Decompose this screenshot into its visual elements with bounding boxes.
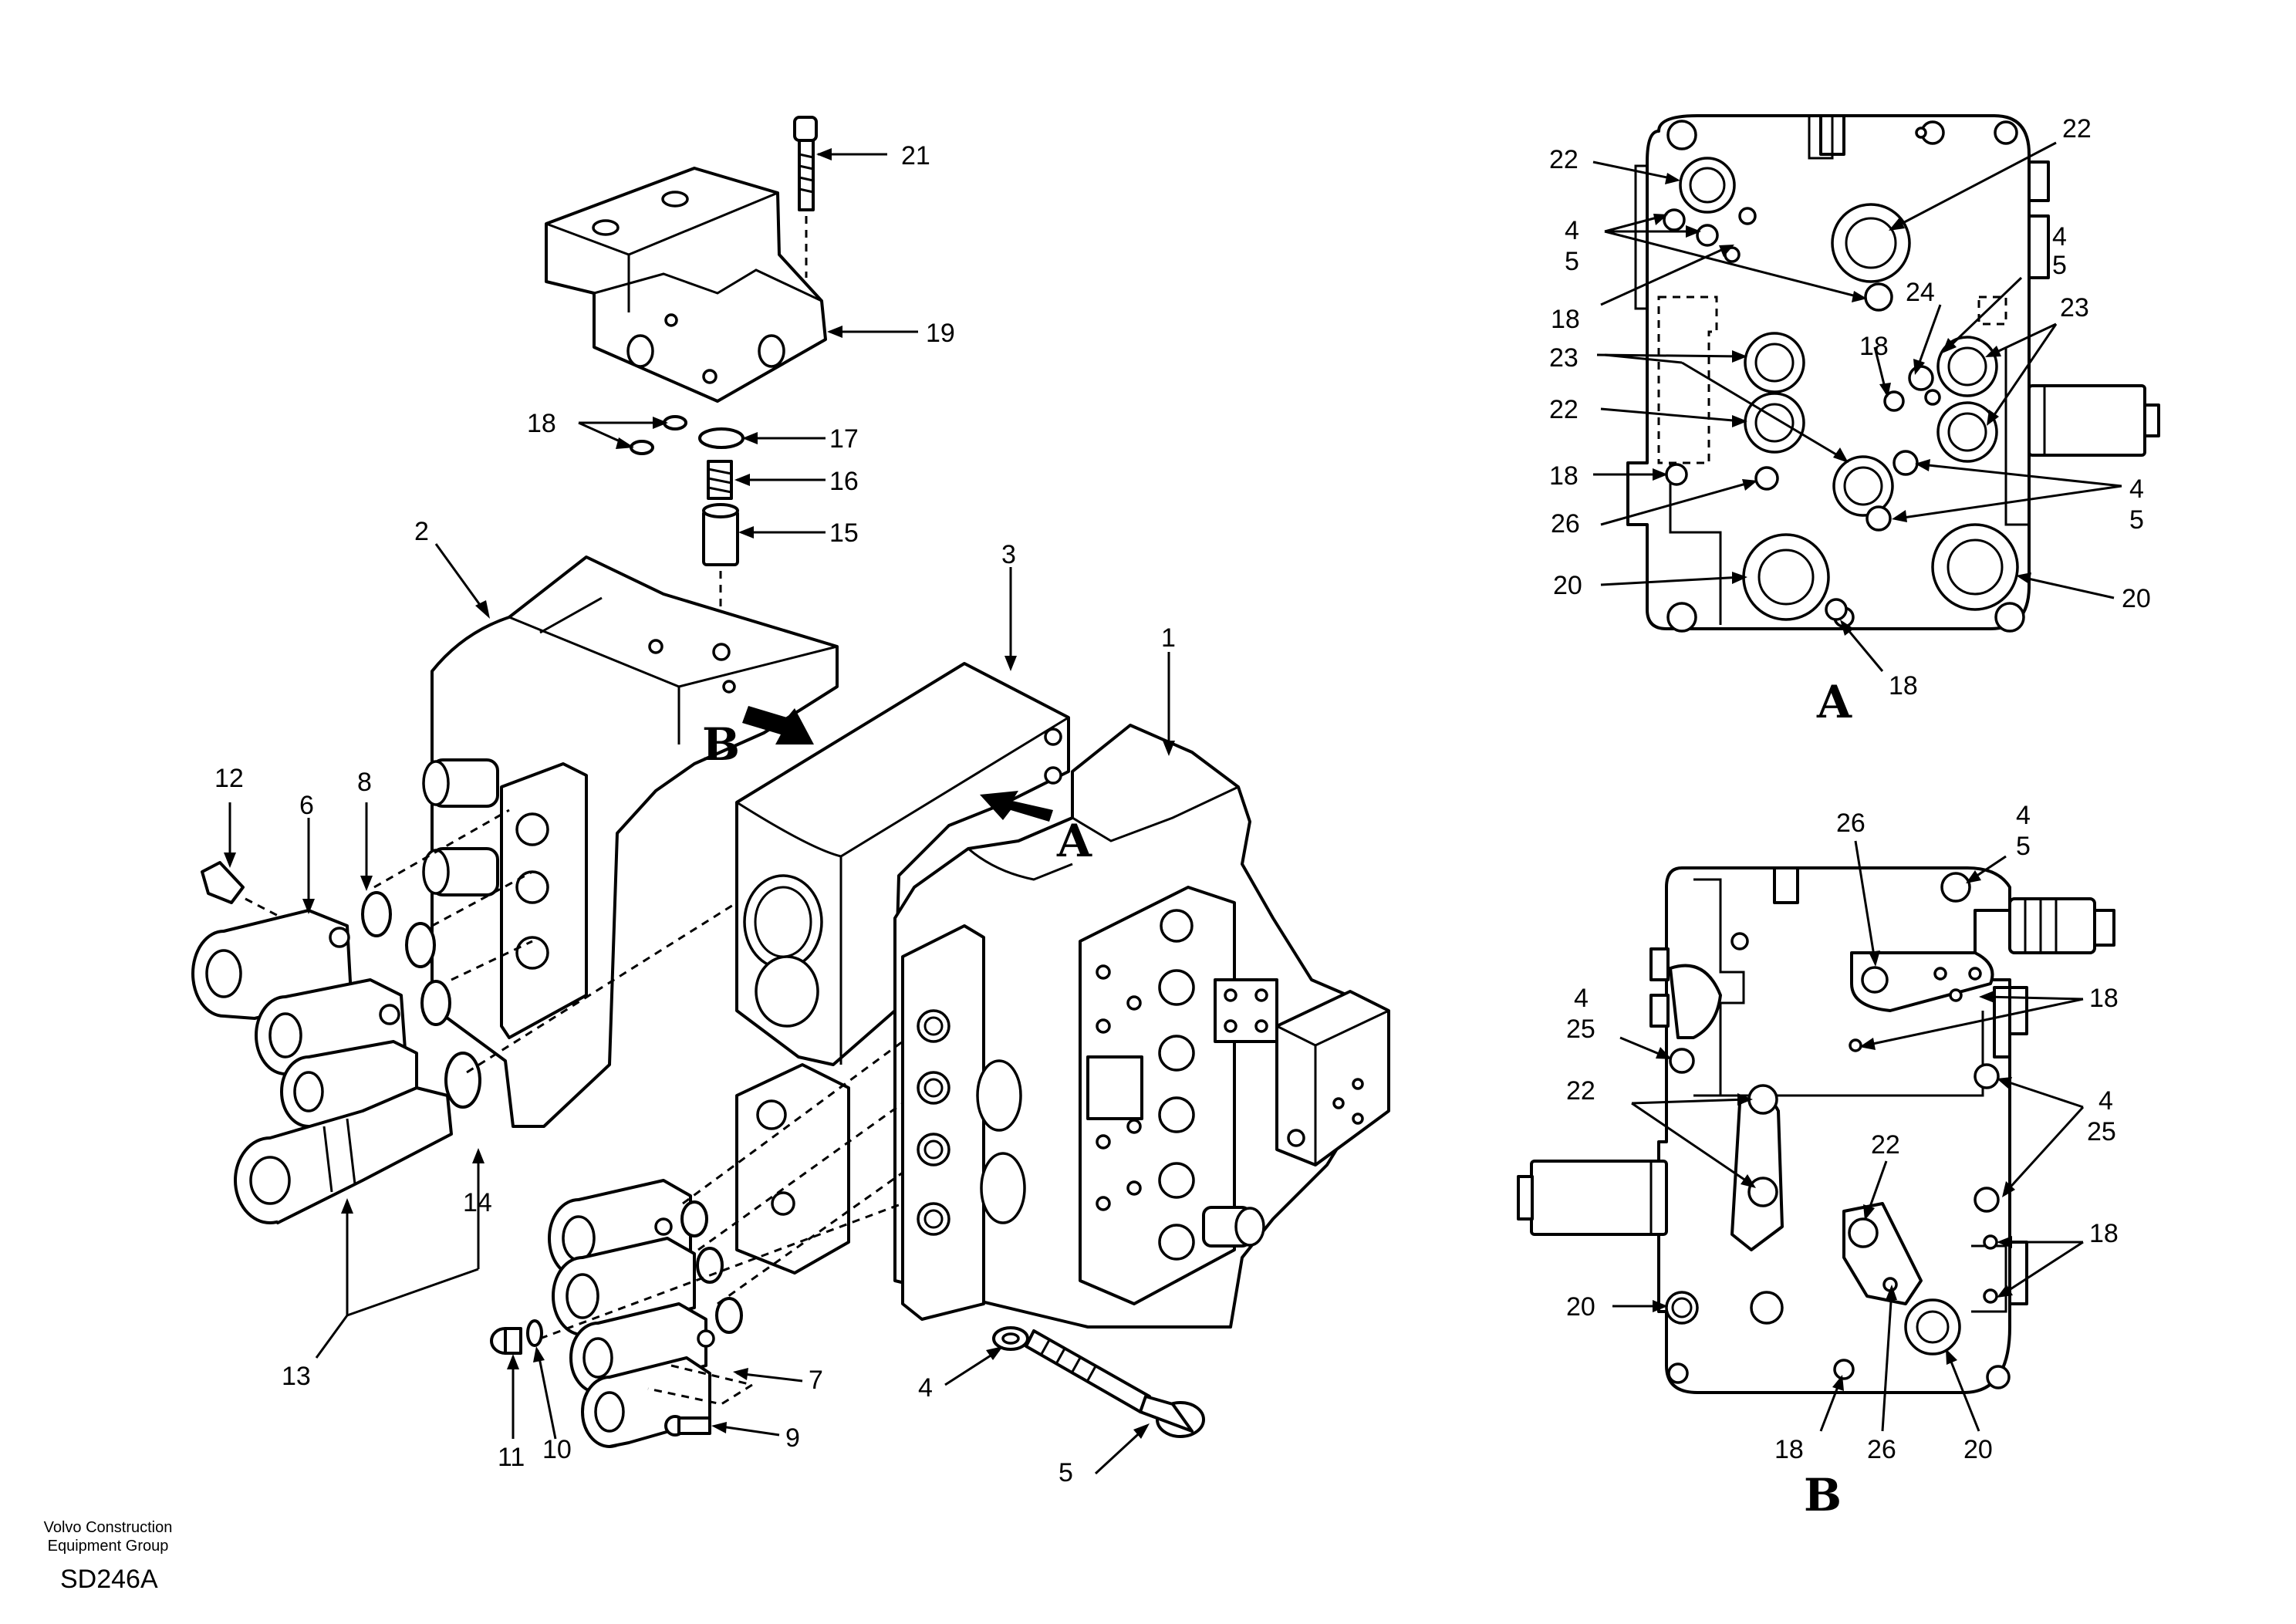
view-a-drawing <box>1626 114 2160 633</box>
svg-text:20: 20 <box>2122 584 2151 613</box>
bolt-5 <box>1025 1329 1205 1438</box>
view-a-leaders <box>1592 141 2122 672</box>
oring-10 <box>526 1319 543 1347</box>
svg-text:24: 24 <box>1906 278 1935 307</box>
svg-text:10: 10 <box>542 1435 572 1464</box>
svg-text:20: 20 <box>1963 1435 1993 1464</box>
view-arrow-a <box>980 791 1053 822</box>
svg-text:11: 11 <box>498 1443 525 1472</box>
screw-9 <box>664 1415 711 1437</box>
svg-text:4: 4 <box>1565 216 1579 245</box>
svg-text:19: 19 <box>926 319 955 348</box>
svg-text:18: 18 <box>527 409 556 438</box>
svg-text:5: 5 <box>2052 251 2067 280</box>
view-label-b: B <box>1804 1469 1842 1521</box>
cover-19 <box>545 167 827 403</box>
svg-text:8: 8 <box>357 768 372 797</box>
svg-text:4: 4 <box>2052 222 2067 252</box>
valve-body-1 <box>893 724 1390 1329</box>
svg-text:7: 7 <box>809 1366 823 1395</box>
svg-text:1: 1 <box>1161 623 1176 653</box>
bolt-21 <box>793 116 818 278</box>
svg-text:4: 4 <box>2129 474 2144 504</box>
svg-text:26: 26 <box>1867 1435 1896 1464</box>
svg-text:23: 23 <box>1549 343 1578 373</box>
footer-company-line2: Equipment Group <box>47 1538 169 1555</box>
plug-11 <box>490 1327 522 1355</box>
svg-text:4: 4 <box>2016 801 2031 830</box>
plunger-15 <box>702 503 739 566</box>
svg-text:9: 9 <box>785 1423 800 1453</box>
main-leaders <box>224 148 1175 1475</box>
svg-text:17: 17 <box>829 424 859 454</box>
cartridge-13 <box>234 1086 453 1224</box>
svg-text:18: 18 <box>1889 671 1918 701</box>
washer-4 <box>992 1326 1029 1351</box>
oring-14 <box>444 1052 481 1109</box>
orings-8 <box>361 891 451 1026</box>
footer-company: Volvo Construction Equipment Group <box>31 1518 185 1555</box>
svg-text:23: 23 <box>2060 293 2089 322</box>
main-callouts: 21 19 18 17 16 15 2 3 1 12 6 8 14 13 11 … <box>214 141 1176 1487</box>
svg-text:20: 20 <box>1553 571 1582 600</box>
svg-text:3: 3 <box>1001 540 1016 569</box>
svg-text:5: 5 <box>2016 832 2031 861</box>
svg-text:22: 22 <box>1549 395 1578 424</box>
section-3 <box>735 662 1070 1275</box>
svg-text:18: 18 <box>1859 332 1889 361</box>
view-label-a-main: A <box>1056 815 1092 867</box>
svg-text:20: 20 <box>1566 1292 1595 1322</box>
svg-text:14: 14 <box>463 1188 492 1217</box>
view-b-callouts: 26 4 5 18 4 25 22 4 25 22 18 20 18 26 20 <box>1566 801 2119 1464</box>
svg-text:26: 26 <box>1836 809 1866 838</box>
view-label-b-main: B <box>702 718 740 771</box>
svg-text:22: 22 <box>1549 145 1578 174</box>
svg-text:18: 18 <box>1774 1435 1804 1464</box>
svg-text:18: 18 <box>1549 461 1578 491</box>
svg-text:4: 4 <box>2098 1086 2113 1116</box>
housing-2 <box>422 555 839 1128</box>
svg-text:18: 18 <box>2089 1219 2119 1248</box>
svg-text:5: 5 <box>1565 247 1579 276</box>
svg-text:25: 25 <box>2087 1117 2116 1146</box>
svg-text:6: 6 <box>299 791 314 820</box>
svg-text:15: 15 <box>829 518 859 548</box>
svg-text:25: 25 <box>1566 1015 1595 1044</box>
view-b-leaders <box>1612 840 2085 1432</box>
footer-company-line1: Volvo Construction <box>43 1519 173 1536</box>
svg-text:22: 22 <box>2062 114 2092 143</box>
svg-text:2: 2 <box>414 517 429 546</box>
svg-text:5: 5 <box>1059 1458 1073 1487</box>
solenoid-6 <box>191 909 418 1128</box>
svg-text:22: 22 <box>1871 1130 1900 1160</box>
svg-text:4: 4 <box>918 1373 933 1403</box>
view-label-a: A <box>1816 676 1852 728</box>
view-arrow-b <box>742 706 814 744</box>
view-b-drawing <box>1517 866 2115 1394</box>
svg-text:12: 12 <box>214 764 244 793</box>
svg-text:4: 4 <box>1574 984 1589 1013</box>
svg-text:21: 21 <box>901 141 930 171</box>
svg-text:26: 26 <box>1551 509 1580 539</box>
footer-code: SD246A <box>60 1565 158 1594</box>
svg-text:5: 5 <box>2129 505 2144 535</box>
svg-text:18: 18 <box>1551 305 1580 334</box>
view-a-callouts: 22 22 4 5 18 24 4 5 23 23 18 22 18 26 4 … <box>1549 114 2151 701</box>
svg-text:13: 13 <box>282 1362 311 1391</box>
svg-text:22: 22 <box>1566 1076 1595 1106</box>
svg-text:18: 18 <box>2089 984 2119 1013</box>
spring-16 <box>707 460 733 500</box>
oring-17 <box>698 427 745 449</box>
svg-text:16: 16 <box>829 467 859 496</box>
